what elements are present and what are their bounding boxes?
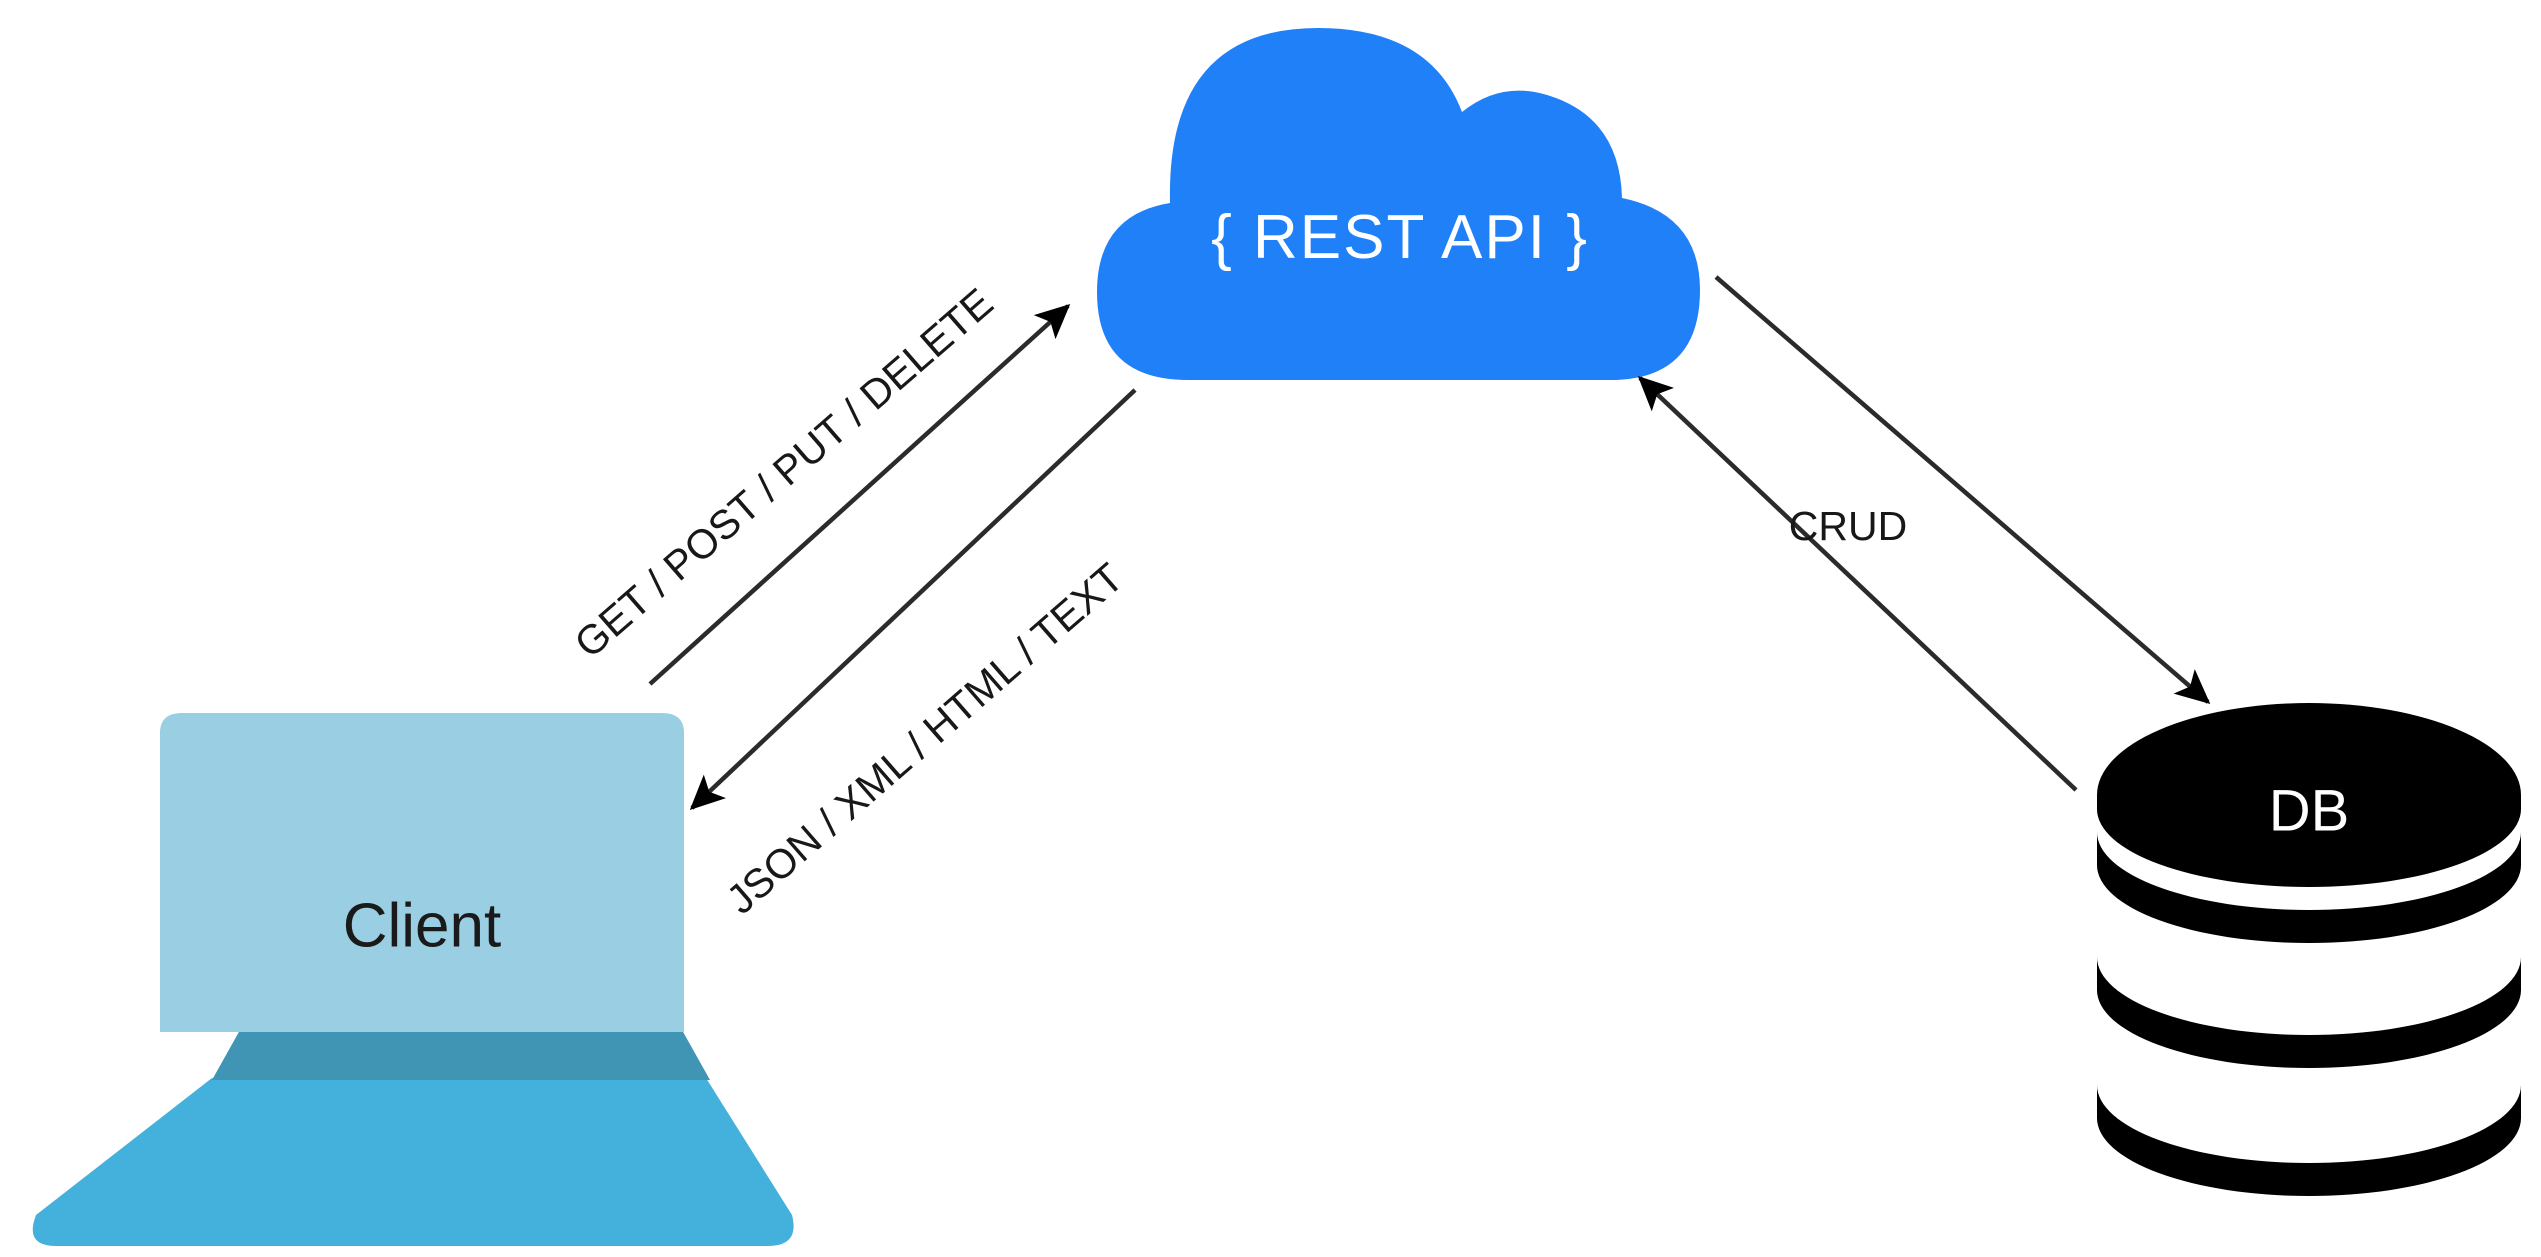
db-disk-3-icon <box>2097 957 2521 1068</box>
edge-client-to-api-line <box>648 303 1071 686</box>
edge-api-to-db[interactable] <box>1714 275 2211 704</box>
db-disk-top-icon <box>2097 703 2521 887</box>
cloud-node[interactable]: { REST API } <box>1097 28 1700 380</box>
client-label: Client <box>343 891 502 960</box>
cloud-label: { REST API } <box>1211 203 1589 272</box>
edge-api-to-client-line <box>689 388 1137 811</box>
db-label: DB <box>2269 778 2350 843</box>
edge-db-to-api-line <box>1637 375 2078 792</box>
cloud-icon <box>1097 28 1700 380</box>
edge-client-to-api-label: GET / POST / PUT / DELETE <box>566 279 1002 666</box>
laptop-hinge-icon <box>212 1030 710 1080</box>
db-disk-bottom-icon <box>2097 1085 2521 1196</box>
database-node[interactable]: DB <box>2097 703 2521 1196</box>
edge-api-to-client-label: JSON / XML / HTML / TEXT <box>718 554 1132 923</box>
laptop-base-icon <box>32 1078 794 1246</box>
client-node[interactable]: Client <box>32 713 794 1246</box>
edge-db-to-api[interactable]: CRUD <box>1637 375 2078 792</box>
db-disk-2-icon <box>2097 832 2521 943</box>
laptop-screen-icon <box>160 713 684 1032</box>
edge-client-to-api[interactable]: GET / POST / PUT / DELETE <box>566 279 1071 686</box>
edge-api-to-db-line <box>1714 275 2211 704</box>
edge-crud-label: CRUD <box>1789 503 1907 549</box>
